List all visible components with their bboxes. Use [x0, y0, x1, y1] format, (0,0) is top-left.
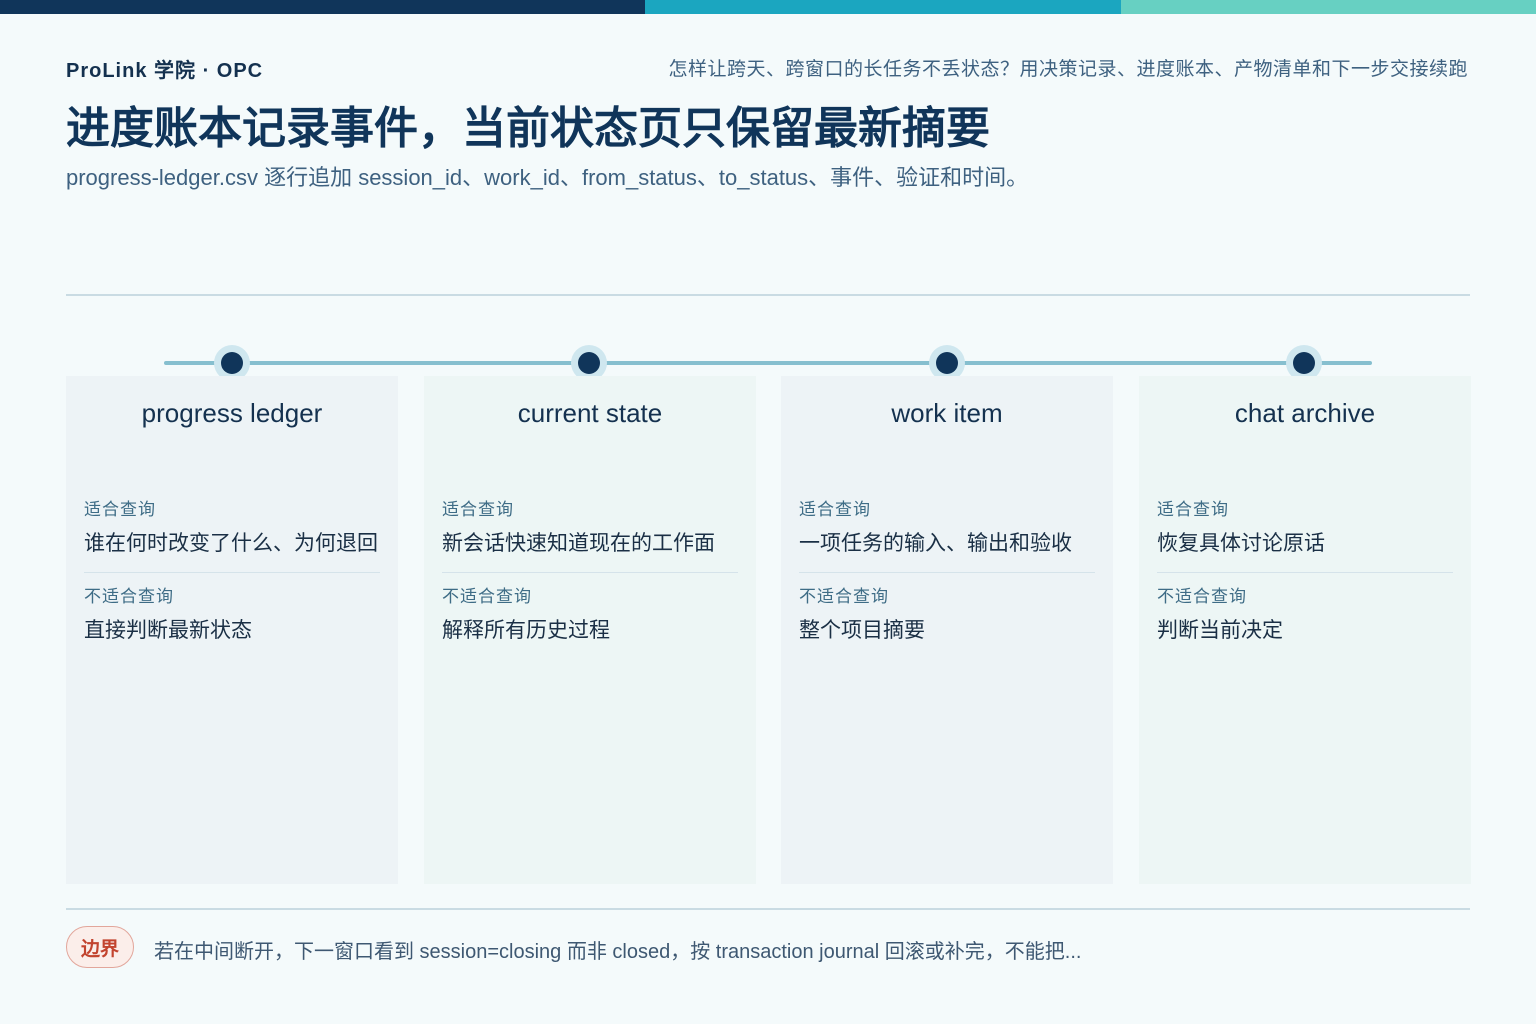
card-title: progress ledger [141, 398, 323, 428]
card-title: chat archive [1234, 398, 1376, 428]
card-progress-ledger: progress ledger 适合查询 谁在何时改变了什么、为何退回 不适合查… [66, 376, 398, 884]
timeline-node-1 [214, 345, 250, 381]
timeline-node-2 [571, 345, 607, 381]
fit-text: 谁在何时改变了什么、为何退回 [84, 532, 378, 555]
unfit-text: 直接判断最新状态 [84, 619, 252, 642]
fit-text: 一项任务的输入、输出和验收 [799, 532, 1072, 555]
timeline-node-3 [929, 345, 965, 381]
timeline-dot [1293, 352, 1315, 374]
fit-section: 适合查询 一项任务的输入、输出和验收 [799, 498, 1095, 559]
tagline: 怎样让跨天、跨窗口的长任务不丢状态？用决策记录、进度账本、产物清单和下一步交接续… [668, 59, 1468, 80]
unfit-label: 不适合查询 [1157, 587, 1247, 606]
timeline-dot [936, 352, 958, 374]
unfit-section: 不适合查询 整个项目摘要 [799, 585, 1095, 646]
footer-divider [66, 908, 1470, 910]
fit-label: 适合查询 [442, 500, 514, 519]
card-work-item: work item 适合查询 一项任务的输入、输出和验收 不适合查询 整个项目摘… [781, 376, 1113, 884]
header-divider [66, 294, 1470, 296]
fit-section: 适合查询 新会话快速知道现在的工作面 [442, 498, 738, 559]
top-accent-bar [0, 0, 1536, 14]
unfit-label: 不适合查询 [84, 587, 174, 606]
page-title: 进度账本记录事件，当前状态页只保留最新摘要 [66, 104, 990, 153]
card-divider [1157, 572, 1453, 573]
unfit-section: 不适合查询 解释所有历史过程 [442, 585, 738, 646]
unfit-text: 整个项目摘要 [799, 619, 925, 642]
unfit-label: 不适合查询 [442, 587, 532, 606]
boundary-badge: 边界 [66, 926, 134, 968]
timeline-line [164, 361, 1372, 365]
accent-segment-teal [645, 0, 1121, 14]
timeline-dot [221, 352, 243, 374]
card-divider [84, 572, 380, 573]
fit-section: 适合查询 恢复具体讨论原话 [1157, 498, 1453, 559]
card-title: current state [517, 398, 663, 428]
boundary-note: 若在中间断开，下一窗口看到 session=closing 而非 closed，… [154, 941, 1082, 963]
brand-label: ProLink 学院 · OPC [66, 60, 264, 82]
fit-label: 适合查询 [799, 500, 871, 519]
fit-text: 新会话快速知道现在的工作面 [442, 532, 715, 555]
unfit-text: 判断当前决定 [1157, 619, 1283, 642]
card-divider [442, 572, 738, 573]
unfit-section: 不适合查询 判断当前决定 [1157, 585, 1453, 646]
fit-text: 恢复具体讨论原话 [1157, 532, 1325, 555]
card-chat-archive: chat archive 适合查询 恢复具体讨论原话 不适合查询 判断当前决定 [1139, 376, 1471, 884]
card-current-state: current state 适合查询 新会话快速知道现在的工作面 不适合查询 解… [424, 376, 756, 884]
unfit-section: 不适合查询 直接判断最新状态 [84, 585, 380, 646]
accent-segment-navy [0, 0, 645, 14]
timeline-node-4 [1286, 345, 1322, 381]
unfit-text: 解释所有历史过程 [442, 619, 610, 642]
card-title: work item [891, 398, 1003, 428]
fit-label: 适合查询 [1157, 500, 1229, 519]
fit-label: 适合查询 [84, 500, 156, 519]
unfit-label: 不适合查询 [799, 587, 889, 606]
fit-section: 适合查询 谁在何时改变了什么、为何退回 [84, 498, 380, 559]
timeline-dot [578, 352, 600, 374]
card-divider [799, 572, 1095, 573]
accent-segment-mint [1121, 0, 1536, 14]
page-subtitle: progress-ledger.csv 逐行追加 session_id、work… [66, 165, 1029, 190]
